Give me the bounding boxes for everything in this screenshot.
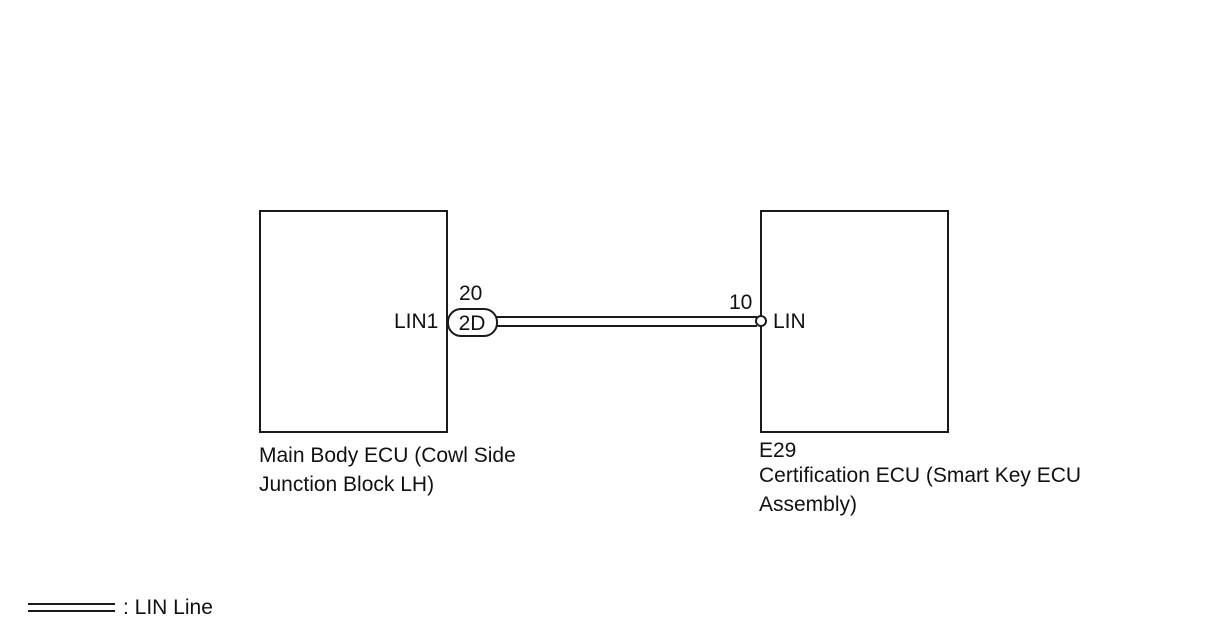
certification-ecu-name-line2: Assembly) <box>759 493 858 516</box>
main-body-ecu-name-line2: Junction Block LH) <box>259 473 435 496</box>
legend-lin-line-symbol <box>28 603 115 612</box>
right-pin-name: LIN <box>773 310 806 333</box>
certification-ecu-code: E29 <box>759 439 797 462</box>
legend-label: : LIN Line <box>123 596 213 619</box>
left-pin-number: 20 <box>459 282 483 305</box>
lin-line-wire <box>496 316 757 327</box>
main-body-ecu-box <box>259 210 448 433</box>
certification-ecu-name-line1: Certification ECU (Smart Key ECU <box>759 464 1082 487</box>
main-body-ecu-name-line1: Main Body ECU (Cowl Side <box>259 444 516 467</box>
certification-ecu-box <box>760 210 949 433</box>
connector-2d-outline <box>447 308 498 337</box>
connector-2d-label: 2D <box>459 312 486 335</box>
right-pin-number: 10 <box>729 291 753 314</box>
left-pin-name: LIN1 <box>394 310 439 333</box>
